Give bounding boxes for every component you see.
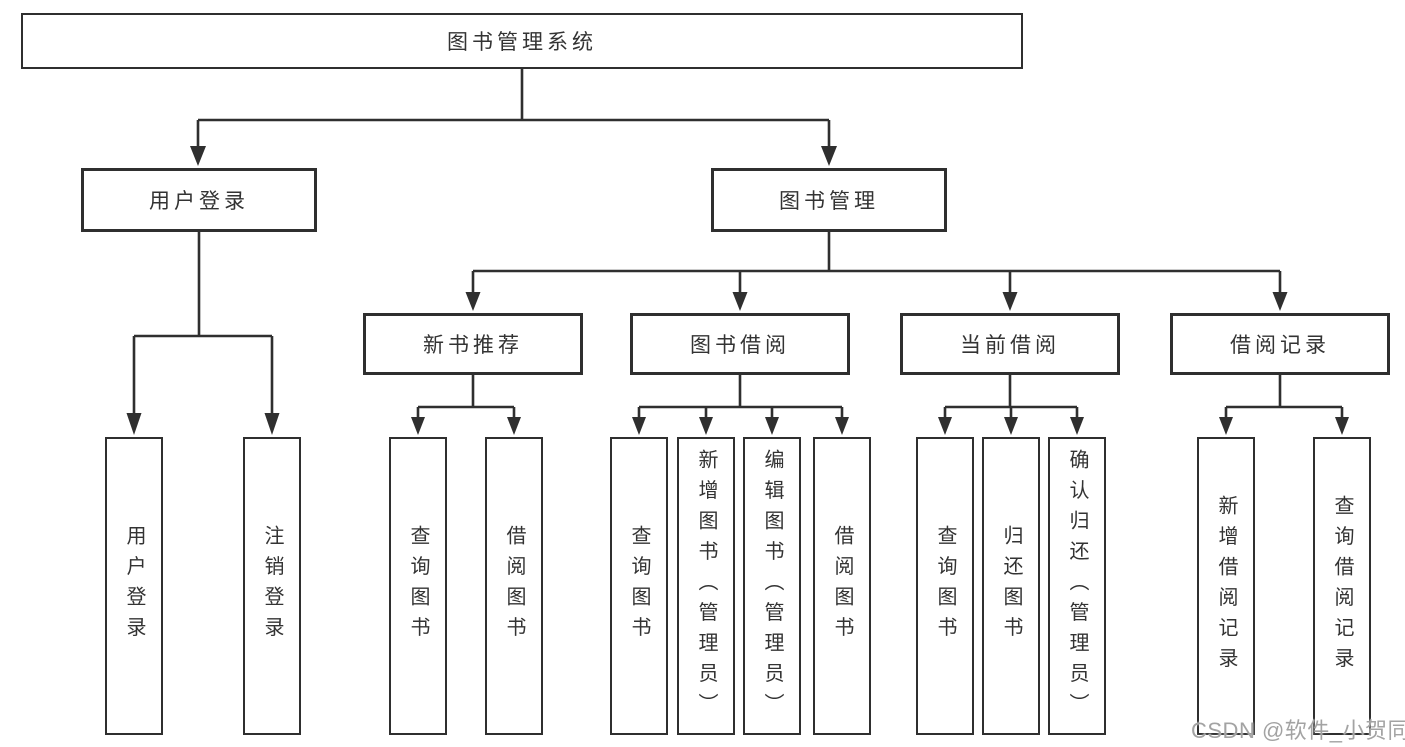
node-book-management: 图书管理	[711, 168, 947, 232]
leaf-edit-book-admin: 编辑图书（管理员）	[743, 437, 801, 735]
leaf-confirm-return-admin: 确认归还（管理员）	[1048, 437, 1106, 735]
leaf-user-login: 用户登录	[105, 437, 163, 735]
node-book-borrowing: 图书借阅	[630, 313, 850, 375]
leaf-query-books-current: 查询图书	[916, 437, 974, 735]
leaf-return-book-label: 归还图书	[1000, 525, 1022, 647]
leaf-borrow-books-label: 借阅图书	[831, 525, 853, 647]
node-borrowing-records-label: 借阅记录	[1230, 334, 1330, 357]
leaf-query-books-current-label: 查询图书	[934, 525, 956, 647]
leaf-borrow-books-recommend-label: 借阅图书	[503, 525, 525, 647]
node-current-borrowing: 当前借阅	[900, 313, 1120, 375]
leaf-query-books-recommend: 查询图书	[389, 437, 447, 735]
node-user-login: 用户登录	[81, 168, 317, 232]
leaf-return-book: 归还图书	[982, 437, 1040, 735]
leaf-logout-label: 注销登录	[261, 525, 283, 647]
leaf-add-borrow-record: 新增借阅记录	[1197, 437, 1255, 735]
node-root-label: 图书管理系统	[447, 31, 597, 54]
node-current-borrowing-label: 当前借阅	[960, 334, 1060, 357]
leaf-confirm-return-admin-label: 确认归还（管理员）	[1066, 448, 1088, 724]
leaf-query-books-borrowing-label: 查询图书	[628, 525, 650, 647]
leaf-query-borrow-record-label: 查询借阅记录	[1331, 494, 1353, 678]
node-book-management-label: 图书管理	[779, 190, 879, 213]
node-borrowing-records: 借阅记录	[1170, 313, 1390, 375]
leaf-edit-book-admin-label: 编辑图书（管理员）	[761, 448, 783, 724]
leaf-user-login-label: 用户登录	[123, 525, 145, 647]
leaf-query-books-borrowing: 查询图书	[610, 437, 668, 735]
leaf-query-books-recommend-label: 查询图书	[407, 525, 429, 647]
leaf-borrow-books-recommend: 借阅图书	[485, 437, 543, 735]
csdn-watermark: CSDN @软件_小贺同学	[1191, 718, 1405, 743]
leaf-add-book-admin-label: 新增图书（管理员）	[695, 448, 717, 724]
node-new-book-recommend: 新书推荐	[363, 313, 583, 375]
node-book-borrowing-label: 图书借阅	[690, 334, 790, 357]
leaf-add-book-admin: 新增图书（管理员）	[677, 437, 735, 735]
node-new-book-recommend-label: 新书推荐	[423, 334, 523, 357]
leaf-add-borrow-record-label: 新增借阅记录	[1215, 494, 1237, 678]
leaf-query-borrow-record: 查询借阅记录	[1313, 437, 1371, 735]
leaf-logout: 注销登录	[243, 437, 301, 735]
node-user-login-label: 用户登录	[149, 190, 249, 213]
leaf-borrow-books: 借阅图书	[813, 437, 871, 735]
node-root-library-system: 图书管理系统	[21, 13, 1023, 69]
